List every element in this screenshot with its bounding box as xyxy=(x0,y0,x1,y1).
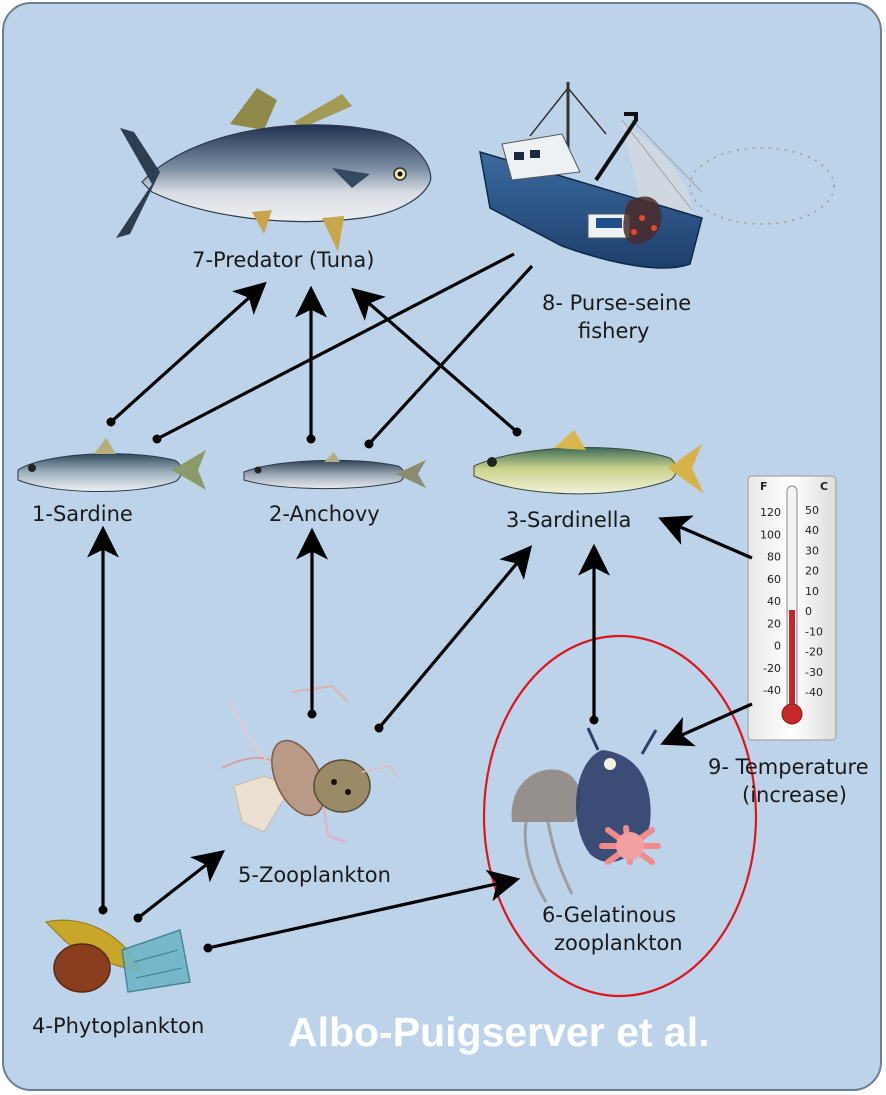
thermometer-f-tick: 0 xyxy=(774,640,781,653)
label-anchovy: 2-Anchovy xyxy=(269,502,380,526)
thermometer-c-tick: -40 xyxy=(805,686,823,699)
thermometer-c-tick: -30 xyxy=(805,666,823,679)
thermometer-c-tick: 40 xyxy=(805,524,819,537)
label-predator: 7-Predator (Tuna) xyxy=(192,248,374,272)
svg-text:C: C xyxy=(820,480,828,493)
label-temperature-line1: 9- Temperature xyxy=(708,755,869,779)
svg-text:F: F xyxy=(760,480,768,493)
thermometer-f-tick: 60 xyxy=(767,573,781,586)
label-sardine: 1-Sardine xyxy=(32,502,133,526)
thermometer-c-tick: 50 xyxy=(805,504,819,517)
label-gelatinous-line2: zooplankton xyxy=(554,931,683,955)
thermometer-f-tick: 100 xyxy=(760,528,781,541)
label-sardinella: 3-Sardinella xyxy=(506,508,631,532)
thermometer-f-tick: 40 xyxy=(767,595,781,608)
label-fishery-line1: 8- Purse-seine xyxy=(542,291,691,315)
thermometer-c-tick: 10 xyxy=(805,585,819,598)
thermometer-c-tick: 30 xyxy=(805,544,819,557)
thermometer-f-tick: 120 xyxy=(760,506,781,519)
label-zooplankton: 5-Zooplankton xyxy=(238,863,391,887)
thermometer-c-tick: 20 xyxy=(805,565,819,578)
thermometer-f-tick: 80 xyxy=(767,551,781,564)
label-fishery-line2: fishery xyxy=(578,319,649,343)
thermometer-f-tick: -40 xyxy=(763,684,781,697)
thermometer-f-tick: -20 xyxy=(763,662,781,675)
label-temperature-line2: (increase) xyxy=(742,783,847,807)
thermometer-c-tick: -10 xyxy=(805,625,823,638)
thermometer-c-tick: 0 xyxy=(805,605,812,618)
thermometer-c-tick: -20 xyxy=(805,646,823,659)
label-gelatinous-line1: 6-Gelatinous xyxy=(542,903,676,927)
label-phytoplankton: 4-Phytoplankton xyxy=(32,1014,204,1038)
credit-text: Albo-Puigserver et al. xyxy=(288,1009,710,1055)
thermometer-f-tick: 20 xyxy=(767,617,781,630)
